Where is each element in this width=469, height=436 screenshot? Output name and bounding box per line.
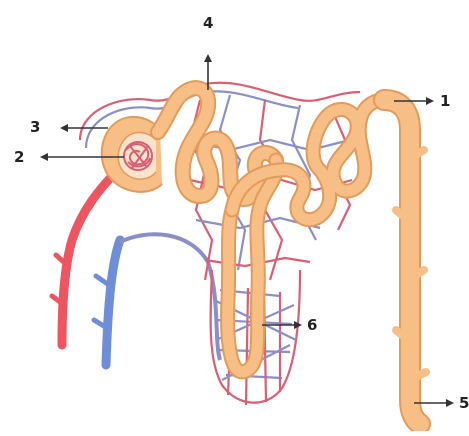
label-3: 3 — [30, 120, 40, 135]
label-5: 5 — [459, 396, 469, 411]
label-1: 1 — [440, 94, 450, 109]
vein — [94, 234, 220, 365]
label-2: 2 — [14, 150, 24, 165]
label-4: 4 — [203, 16, 213, 31]
label-6: 6 — [307, 318, 317, 333]
